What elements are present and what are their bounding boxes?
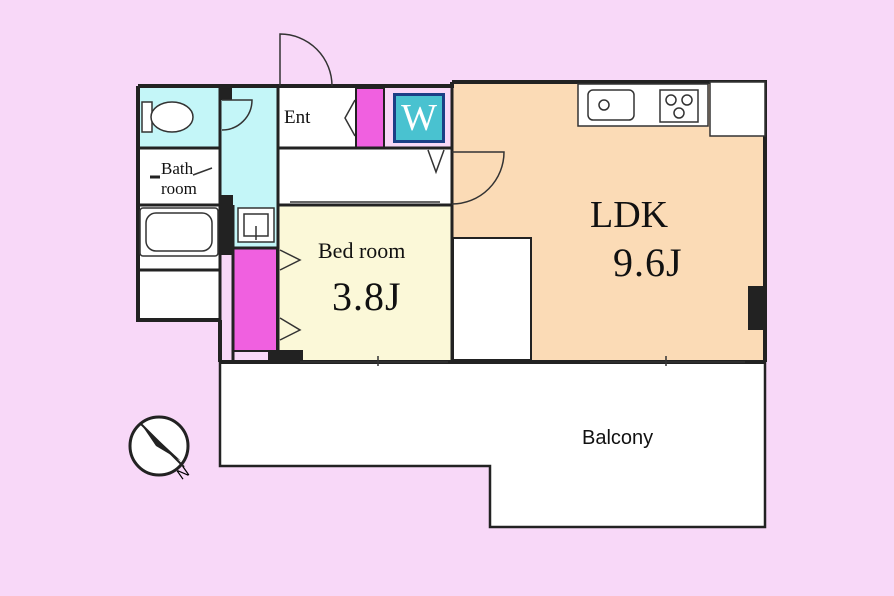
toilet-fixture <box>141 101 194 133</box>
compass-icon <box>128 415 190 477</box>
bath-label-line2: room <box>161 179 197 198</box>
fridge-space <box>709 81 766 137</box>
doors <box>192 33 505 341</box>
bedroom-label: Bed room <box>318 238 406 263</box>
storage-left <box>138 270 220 320</box>
ldk-label: LDK <box>590 194 669 236</box>
washer-icon: W <box>393 93 445 143</box>
bedroom-size: 3.8J <box>332 274 402 319</box>
balcony-label: Balcony <box>582 427 654 449</box>
entrance-label: Ent <box>284 107 311 128</box>
pillar-space <box>452 237 532 361</box>
bath-label-line1: Bath <box>161 159 194 178</box>
balcony-area <box>218 360 767 529</box>
bathtub-fixture <box>139 207 219 257</box>
closet-bedroom <box>232 247 278 352</box>
kitchen-counter <box>577 83 709 127</box>
hallway-floor <box>278 148 452 205</box>
closet-entrance <box>355 87 385 149</box>
wash-basin-fixture <box>237 207 275 243</box>
entrance-floor <box>278 88 355 148</box>
bedroom-floor <box>278 205 452 362</box>
ldk-size: 9.6J <box>613 240 683 285</box>
